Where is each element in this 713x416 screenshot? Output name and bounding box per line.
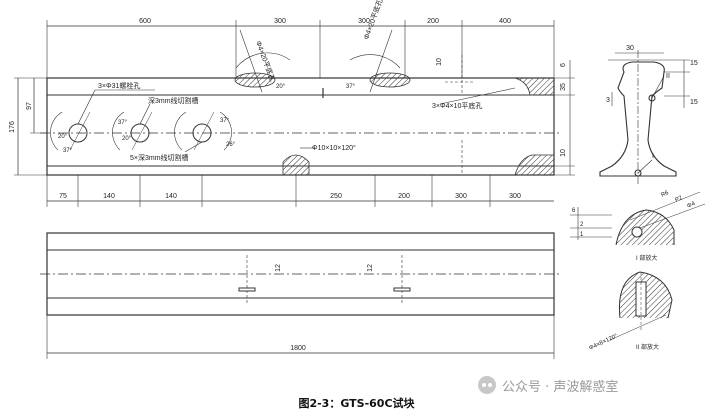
dim-top-4: 200: [427, 18, 439, 25]
label-detail-ii: II 部放大: [636, 343, 659, 351]
dim-top-2: 300: [274, 18, 286, 25]
angle-detail-i-phi4: Φ4: [686, 201, 696, 210]
angle-4: 20°: [122, 136, 132, 142]
top-view-hatching: [234, 72, 555, 176]
label-drill-hole: Φ10×10×120°: [312, 144, 356, 152]
angle-detail-i-p2: P2: [674, 195, 684, 204]
figure-caption: 图2-3：GTS-60C试块: [298, 397, 415, 410]
angle-5: 37°: [220, 118, 230, 124]
label-cut-groove-5: 5×深3mm线切割槽: [130, 153, 189, 162]
front-view: [40, 232, 560, 359]
angle-8: 37°: [346, 84, 356, 90]
watermark-text: 公众号 · 声波解惑室: [502, 379, 619, 395]
dim-right-1: 6: [560, 63, 567, 67]
dim-mark-2: 12: [367, 264, 374, 272]
dim-bottom-1: 75: [59, 193, 67, 200]
dim-bottom-7: 300: [509, 193, 521, 200]
dim-left-height: 176: [9, 121, 16, 133]
label-section-ii: II: [666, 73, 670, 80]
cross-section-labels: 30 15 15 3 II I: [606, 45, 698, 160]
detail-ii: [609, 271, 673, 341]
angle-7: 20°: [276, 84, 286, 90]
dim-bottom-3: 140: [165, 193, 177, 200]
angle-6: 26°: [226, 142, 236, 148]
detail-ii-labels: Φ4×8×120° II 部放大: [588, 333, 659, 352]
dim-section-1: 15: [690, 60, 698, 67]
dim-bottom-5: 200: [398, 193, 410, 200]
dim-top-5: 400: [499, 18, 511, 25]
dim-right-2: 10: [436, 58, 443, 66]
dim-total-length: 1800: [290, 345, 306, 352]
label-bolt-holes: 3×Φ31螺栓孔: [98, 81, 140, 90]
dim-right-3: 35: [560, 83, 567, 91]
dim-bottom-2: 140: [103, 193, 115, 200]
label-detail-i: I 部放大: [636, 254, 657, 262]
dim-right-4: 10: [560, 149, 567, 157]
angle-1: 20°: [58, 134, 68, 140]
label-section-i: I: [652, 153, 654, 160]
angle-3: 37°: [118, 120, 128, 126]
dim-bottom-6: 300: [455, 193, 467, 200]
rail-cross-section: [599, 50, 690, 185]
dim-section-2: 15: [690, 99, 698, 106]
detail-i: [570, 191, 706, 246]
dim-detail-ii: Φ4×8×120°: [588, 333, 619, 352]
angle-detail-i-r6: R6: [660, 190, 670, 199]
dim-top-1: 600: [139, 18, 151, 25]
dim-detail-i-2: 2: [580, 222, 584, 228]
dim-mark-1: 12: [275, 264, 282, 272]
engineering-drawing: 600 300 300 200 400 75 140 140 250 200 3…: [9, 0, 706, 359]
dim-section-width: 30: [626, 45, 634, 52]
label-cut-groove: 深3mm线切割槽: [148, 96, 199, 105]
dim-top-3: 300: [358, 18, 370, 25]
dim-section-left: 3: [606, 97, 610, 104]
front-view-labels: 1800 12 12: [275, 264, 374, 352]
dim-left-half: 97: [26, 102, 33, 110]
watermark: 公众号 · 声波解惑室: [478, 374, 618, 396]
label-flat-bottom-holes: 3×Φ4×10平底孔: [432, 101, 482, 110]
dim-detail-i-3: 1: [580, 232, 584, 238]
dim-detail-i-1: 6: [572, 208, 576, 214]
angle-2: 37°: [63, 148, 73, 154]
detail-i-labels: 6 2 1 R6 P2 Φ4 I 部放大: [572, 190, 697, 262]
wechat-icon: [478, 376, 496, 394]
top-view: [14, 20, 575, 207]
dim-bottom-4: 250: [330, 193, 342, 200]
